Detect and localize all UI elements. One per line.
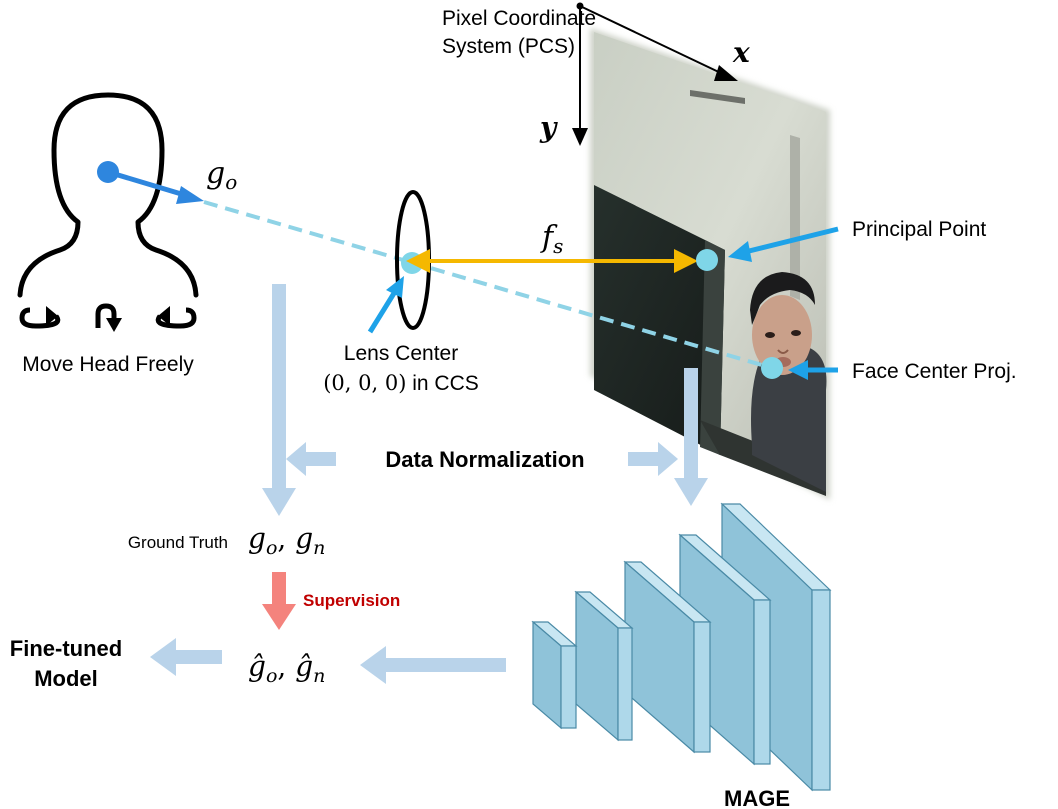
finetuned-label-line1: Fine-tuned <box>10 636 122 661</box>
lens-coords-label: (0, 0, 0) in CCS <box>323 371 479 395</box>
lens-center-point <box>401 252 423 274</box>
data-normalization-label: Data Normalization <box>385 447 584 472</box>
move-head-label: Move Head Freely <box>22 353 194 376</box>
cnn-layers-icon <box>531 502 832 792</box>
nod-icon <box>95 303 122 332</box>
pcs-y-axis-label: y <box>539 111 558 144</box>
pcs-axes <box>572 2 738 146</box>
finetuned-label-line2: Model <box>34 666 98 691</box>
supervision-label: Supervision <box>303 591 400 610</box>
ray-lens-to-face <box>409 260 773 370</box>
principal-point-label: Principal Point <box>852 218 986 241</box>
face-photo <box>750 272 827 492</box>
pcs-x-axis-label: x <box>732 36 750 69</box>
flow-arrow-image-down <box>674 368 708 506</box>
flow-arrow-norm-right <box>628 442 678 476</box>
face-center-pointer <box>788 360 838 380</box>
flow-arrow-pred-to-finetuned <box>150 638 222 676</box>
gaze-vector <box>107 169 204 204</box>
ground-truth-label: Ground Truth <box>128 533 228 552</box>
ray-head-to-lens <box>203 200 411 264</box>
rotate-right-icon <box>155 306 197 329</box>
ground-truth-math: go, gn <box>248 522 325 559</box>
lens-center-label: Lens Center <box>344 342 458 365</box>
prediction-math: ĝo, ĝn <box>248 650 325 687</box>
flow-arrow-model-to-pred <box>360 646 506 684</box>
lens-pointer-arrow <box>367 276 404 334</box>
head-silhouette-icon <box>17 92 199 298</box>
pcs-label-line2: System (PCS) <box>442 35 575 58</box>
face-center-label: Face Center Proj. <box>852 360 1017 383</box>
rotate-left-icon <box>19 306 61 329</box>
gaze-symbol: go <box>206 156 237 194</box>
supervision-arrow <box>262 572 296 630</box>
mage-model-label: MAGE <box>724 786 790 809</box>
focal-length-symbol: fs <box>540 220 563 258</box>
principal-point-pointer <box>728 226 839 262</box>
pcs-label-line1: Pixel Coordinate <box>442 7 596 30</box>
flow-arrow-norm-left <box>286 442 336 476</box>
flow-arrow-head-down <box>262 284 296 516</box>
principal-point <box>696 249 718 271</box>
face-center-projection <box>761 357 783 379</box>
